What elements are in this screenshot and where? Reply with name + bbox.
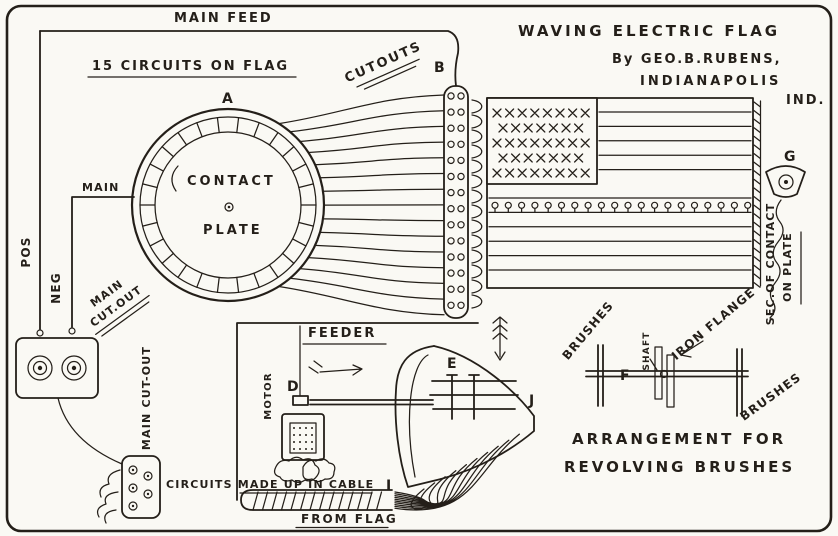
- main-cutout-lower-label: MAIN CUT-OUT: [140, 346, 153, 450]
- contact-label: CONTACT: [187, 174, 276, 189]
- main-wire: [68, 196, 135, 335]
- iron-flange-plate: [654, 346, 663, 400]
- drive-shaft: [309, 399, 434, 406]
- title: WAVING ELECTRIC FLAG: [518, 22, 780, 40]
- motor-pulley: [292, 395, 309, 406]
- flag-stars: [492, 108, 590, 178]
- circuits-cable-text: CIRCUITS MADE UP IN CABLE: [166, 478, 374, 491]
- part-d-label: D: [287, 379, 300, 395]
- flag-fringe: [753, 101, 761, 288]
- flag-lamp-row: [491, 201, 752, 213]
- motor-base-cloud: [273, 456, 320, 484]
- byline: By GEO.B.RUBENS,: [612, 52, 782, 67]
- neg-terminal: [71, 365, 77, 371]
- motor-windings: [293, 427, 313, 450]
- from-flag-text: FROM FLAG: [301, 512, 398, 526]
- flag-stripes: [488, 111, 752, 271]
- flag-circuit-wires: [278, 94, 483, 316]
- right-arrow: [308, 360, 363, 376]
- feeder-label: FEEDER: [302, 326, 387, 345]
- motor-label: MOTOR: [263, 372, 274, 419]
- byline-state: IND.: [786, 93, 825, 108]
- flag-canton: [486, 97, 598, 185]
- iron-flange-plate: [666, 354, 675, 408]
- plate-label: PLATE: [203, 223, 263, 238]
- part-a-label: A: [222, 91, 234, 107]
- motor-base-cloud: [302, 458, 336, 483]
- part-e-stack: [429, 374, 519, 420]
- part-i-label: I: [386, 478, 392, 494]
- main-terminal-block: [15, 337, 99, 399]
- cutout-contacts: [447, 92, 465, 309]
- part-b-label: B: [434, 60, 446, 76]
- shaft-label: SHAFT: [642, 331, 652, 370]
- shaft-pointer: [649, 358, 658, 371]
- part-e-label: E: [447, 356, 458, 372]
- part-g-contact: [765, 165, 806, 319]
- cable-tube: [240, 489, 393, 511]
- pos-label: POS: [19, 236, 33, 267]
- on-plate-text: ON PLATE: [781, 232, 794, 302]
- contact-plate: [130, 107, 326, 303]
- circuits-on-flag-label: 15 CIRCUITS ON FLAG: [87, 59, 297, 78]
- arrangement-line1: ARRANGEMENT FOR: [572, 430, 786, 448]
- cable-bundle: [394, 433, 521, 511]
- motor-assembly: [273, 325, 434, 484]
- circuits-cable-label: CIRCUITS MADE UP IN CABLE: [166, 478, 374, 494]
- cable-tube-wrapping: [252, 491, 383, 511]
- main-feed-label: MAIN FEED: [174, 11, 273, 26]
- feeder-text: FEEDER: [308, 326, 376, 341]
- branch-cutout-block: [57, 397, 161, 524]
- loose-wires: [96, 469, 121, 524]
- part-f-label: F: [620, 368, 631, 384]
- down-arrow: [492, 316, 508, 361]
- right-brush: [736, 348, 743, 417]
- left-brush: [597, 344, 604, 407]
- contact-plate-segments: [139, 116, 317, 294]
- sec-of-contact-text: SEC.OF CONTACT: [764, 203, 777, 326]
- arrangement-line2: REVOLVING BRUSHES: [564, 458, 795, 476]
- from-flag-label: FROM FLAG: [295, 512, 398, 529]
- part-g-label: G: [784, 149, 797, 165]
- plate-center-contact: [224, 202, 234, 212]
- main-feed-wire: [36, 30, 460, 337]
- flange-pointer-arrow: [680, 340, 704, 358]
- circuits-on-flag-text: 15 CIRCUITS ON FLAG: [92, 59, 289, 74]
- part-j-label: J: [528, 393, 535, 409]
- neg-label: NEG: [49, 272, 63, 304]
- border-frame: [5, 4, 833, 533]
- flag: [486, 97, 762, 289]
- sec-of-contact-label: SEC.OF CONTACT ON PLATE: [764, 203, 802, 326]
- revolving-brushes-assembly: [585, 340, 749, 417]
- main-label: MAIN: [82, 181, 120, 194]
- feeder-line: [236, 322, 479, 501]
- pigtail-wire: [769, 199, 784, 319]
- cutout-strip: [443, 85, 469, 319]
- byline-city: INDIANAPOLIS: [640, 74, 781, 89]
- cable-horn: [394, 345, 535, 488]
- pos-terminal: [37, 365, 43, 371]
